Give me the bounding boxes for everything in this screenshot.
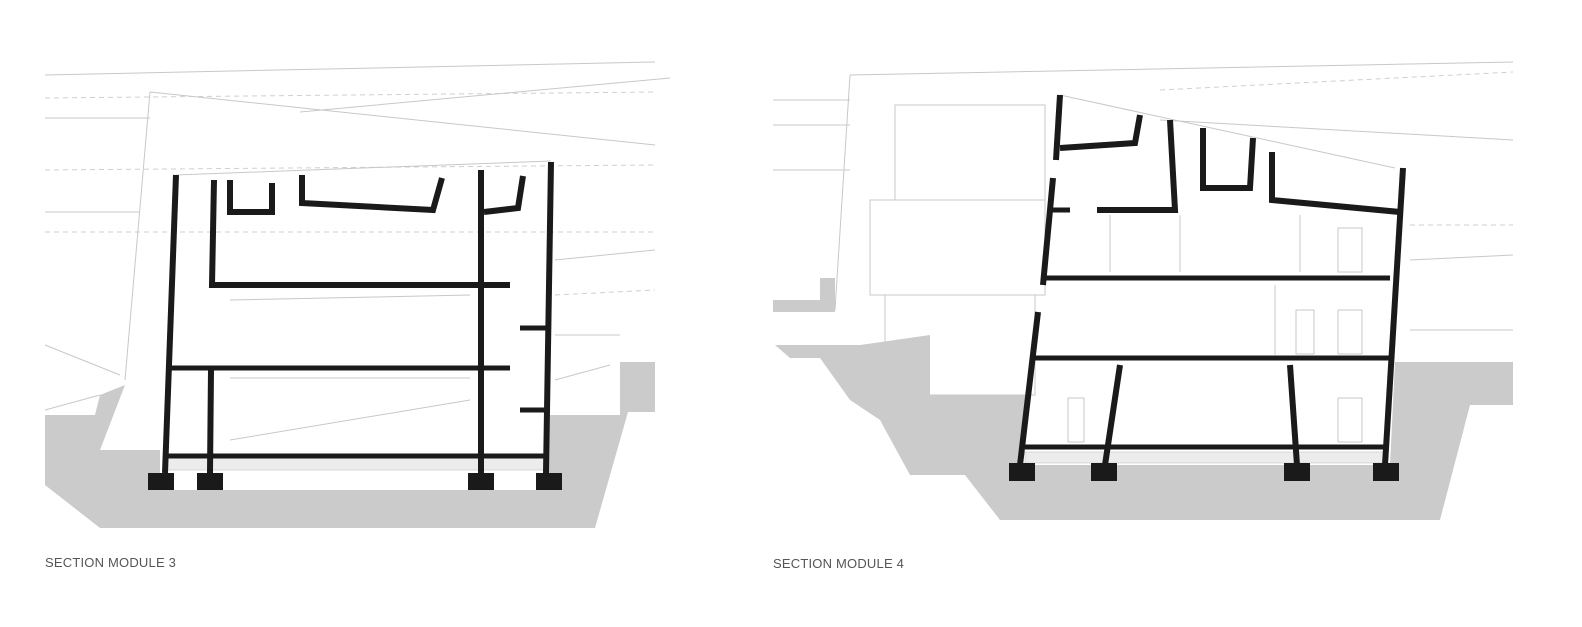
section-module-3-drawing — [44, 61, 671, 528]
footing — [1284, 463, 1310, 481]
section-module-4-label: SECTION MODULE 4 — [773, 556, 905, 571]
floor-gravel — [1024, 451, 1386, 464]
footing — [1009, 463, 1035, 481]
footing — [197, 473, 223, 490]
ground-section-3 — [45, 362, 655, 528]
ground-section-4 — [773, 278, 1513, 520]
floor-gravel — [164, 457, 547, 471]
section-module-4-drawing — [773, 61, 1514, 520]
footing — [536, 473, 562, 490]
footing — [1373, 463, 1399, 481]
section-module-3-label: SECTION MODULE 3 — [45, 555, 177, 570]
context-lines — [44, 61, 671, 441]
structure-section-4 — [1017, 94, 1406, 466]
structure-section-3 — [162, 160, 554, 474]
footing — [148, 473, 174, 490]
footing — [1091, 463, 1117, 481]
footing — [468, 473, 494, 490]
